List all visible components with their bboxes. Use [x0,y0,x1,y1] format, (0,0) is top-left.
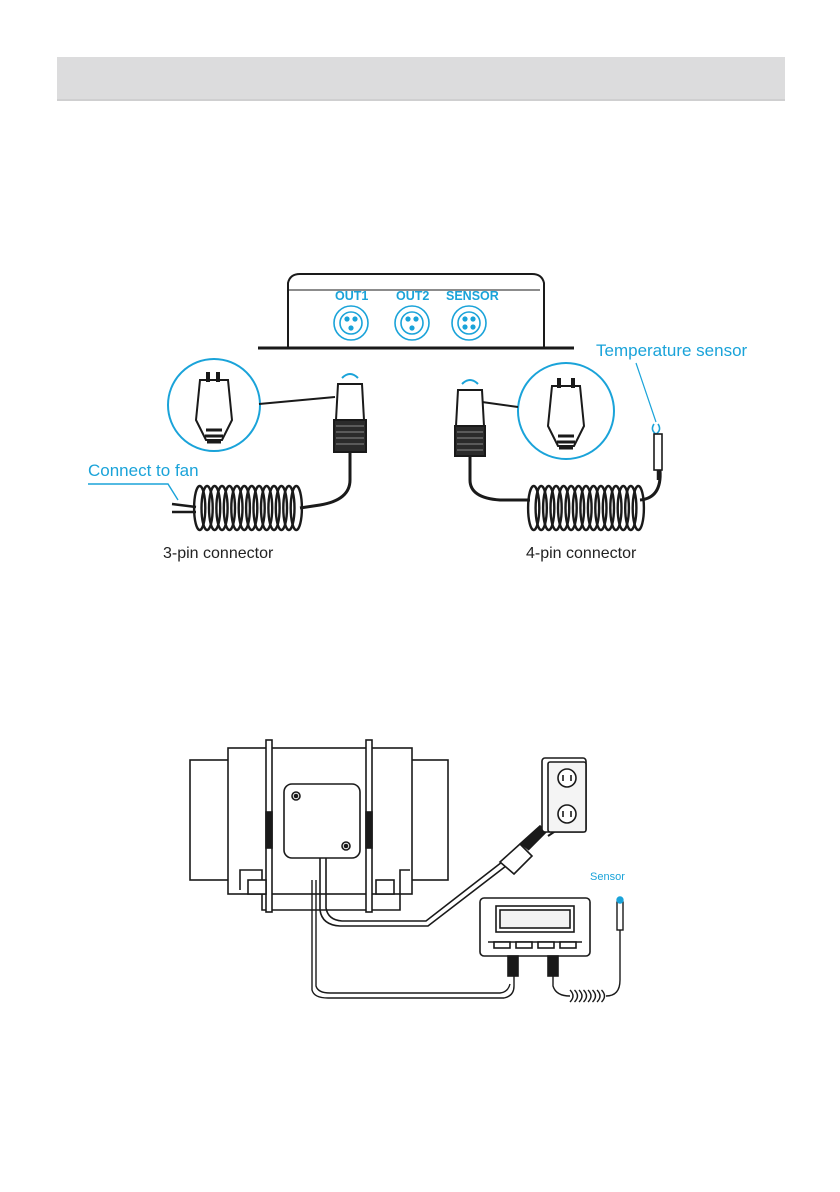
callout-temperature-sensor: Temperature sensor [596,341,747,361]
zoom-circle-4pin [482,363,614,459]
caption-3pin-connector: 3-pin connector [163,545,273,563]
controller-box [258,274,574,348]
zoom-circle-3pin [168,359,335,451]
temperature-sensor-probe [636,363,662,480]
port-label-out1: OUT1 [335,289,368,303]
plug-3pin [300,374,366,508]
caption-4pin-connector: 4-pin connector [526,545,636,563]
callout-connect-to-fan: Connect to fan [88,461,199,481]
port-label-out2: OUT2 [396,289,429,303]
connect-to-fan-pointer [88,484,196,512]
sensor-label: Sensor [590,871,625,883]
port-label-sensor: SENSOR [446,289,499,303]
coil-loop [633,486,644,530]
coil-left [194,486,302,530]
coil-right [528,486,644,530]
